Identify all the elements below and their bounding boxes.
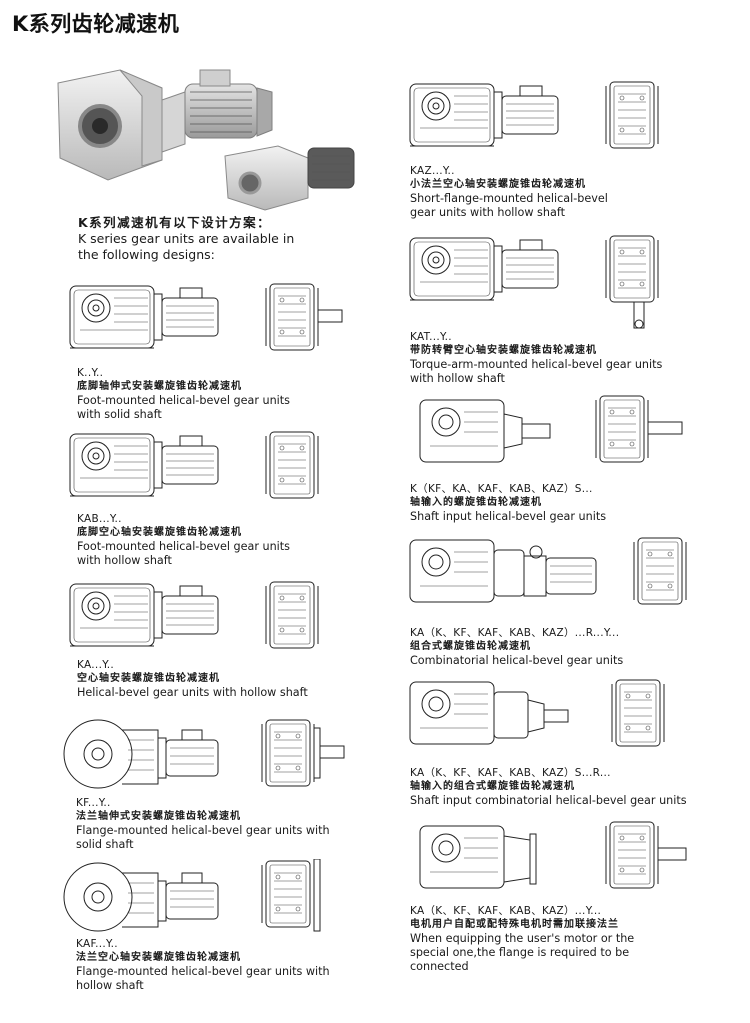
side-view-drawing — [69, 433, 219, 497]
front-view-drawing — [611, 679, 665, 747]
description-cn: 底脚轴伸式安装螺旋锥齿轮减速机 — [77, 381, 242, 392]
description-en-line1: Helical-bevel gear units with hollow sha… — [77, 686, 308, 699]
description-en-line1: Combinatorial helical-bevel gear units — [410, 654, 624, 667]
front-view-drawing — [633, 537, 687, 605]
front-view-drawing — [265, 431, 319, 499]
side-view-drawing — [63, 862, 219, 932]
description-cn: 空心轴安装螺旋锥齿轮减速机 — [77, 673, 220, 684]
design-entry-ka-flange: KA（K、KF、KAF、KAB、KAZ）...Y... 电机用户自配或配特殊电机… — [404, 818, 744, 988]
description-en-line2: solid shaft — [76, 838, 134, 851]
description-en-line1: Torque-arm-mounted helical-bevel gear un… — [410, 358, 663, 371]
front-view-drawing — [265, 283, 343, 351]
side-view-drawing — [409, 237, 559, 301]
design-entry-kaf-y: KAF...Y.. 法兰空心轴安装螺旋锥齿轮减速机 Flange-mounted… — [60, 855, 364, 1005]
model-code: KA（K、KF、KAF、KAB、KAZ）S...R... — [410, 767, 611, 779]
design-entry-kab-y: KAB...Y.. 底脚空心轴安装螺旋锥齿轮减速机 Foot-mounted h… — [64, 428, 364, 578]
intro-en-line1: K series gear units are available in — [78, 231, 295, 246]
page-title: K系列齿轮减速机 — [12, 12, 180, 36]
model-code: KAB...Y.. — [77, 513, 122, 525]
model-code: KA（K、KF、KAF、KAB、KAZ）...Y... — [410, 905, 602, 917]
description-en-line1: Flange-mounted helical-bevel gear units … — [76, 965, 330, 978]
description-en-line2: with solid shaft — [77, 408, 162, 421]
model-code: KAZ...Y.. — [410, 165, 455, 177]
description-cn: 组合式螺旋锥齿轮减速机 — [410, 641, 531, 652]
side-view-drawing — [69, 285, 219, 349]
description-cn: 带防转臂空心轴安装螺旋锥齿轮减速机 — [410, 345, 597, 356]
design-entry-ka-y: KA...Y.. 空心轴安装螺旋锥齿轮减速机 Helical-bevel gea… — [64, 574, 364, 709]
description-en-line1: Shaft input combinatorial helical-bevel … — [410, 794, 687, 807]
design-entry-ka-s-r: KA（K、KF、KAF、KAB、KAZ）S...R... 轴输入的组合式螺旋锥齿… — [404, 676, 744, 816]
front-view-drawing — [261, 719, 345, 787]
model-code: KF...Y.. — [76, 797, 111, 809]
model-code: KAT...Y.. — [410, 331, 452, 343]
design-entry-kat-y: KAT...Y.. 带防转臂空心轴安装螺旋锥齿轮减速机 Torque-arm-m… — [404, 232, 744, 392]
design-entry-kaz-y: KAZ...Y.. 小法兰空心轴安装螺旋锥齿轮减速机 Short-flange-… — [404, 78, 744, 228]
front-view-drawing — [261, 859, 321, 932]
front-view-drawing — [605, 81, 659, 149]
model-code: K（KF、KA、KAF、KAB、KAZ）S... — [410, 483, 593, 495]
design-entry-kf-y: KF...Y.. 法兰轴伸式安装螺旋锥齿轮减速机 Flange-mounted … — [60, 712, 364, 857]
front-view-drawing — [595, 395, 683, 463]
description-en-line1: Foot-mounted helical-bevel gear units — [77, 540, 290, 553]
side-view-drawing — [419, 825, 537, 889]
side-view-drawing — [63, 719, 219, 789]
description-cn: 电机用户自配或配特殊电机时需加联接法兰 — [410, 919, 619, 930]
design-entry-k-y: K..Y.. 底脚轴伸式安装螺旋锥齿轮减速机 Foot-mounted heli… — [64, 280, 364, 430]
front-view-drawing — [605, 235, 659, 329]
design-entry-ka-r-y: KA（K、KF、KAF、KAB、KAZ）...R...Y... 组合式螺旋锥齿轮… — [404, 534, 744, 674]
description-cn: 轴输入的组合式螺旋锥齿轮减速机 — [410, 781, 575, 792]
description-cn: 底脚空心轴安装螺旋锥齿轮减速机 — [77, 527, 242, 538]
front-view-drawing — [265, 581, 319, 649]
side-view-drawing — [69, 583, 219, 647]
description-en-line2: gear units with hollow shaft — [410, 206, 565, 219]
description-en-line3: connected — [410, 960, 469, 973]
description-cn: 法兰空心轴安装螺旋锥齿轮减速机 — [76, 952, 241, 963]
side-view-drawing — [419, 399, 551, 463]
description-en-line1: When equipping the user's motor or the — [410, 932, 635, 945]
product-photo — [57, 69, 355, 211]
description-cn: 轴输入的螺旋锥齿轮减速机 — [410, 497, 542, 508]
description-en-line2: with hollow shaft — [410, 372, 505, 385]
side-view-drawing — [409, 83, 559, 147]
model-code: K..Y.. — [77, 367, 104, 379]
description-en-line2: with hollow shaft — [77, 554, 172, 567]
front-view-drawing — [605, 821, 687, 889]
description-cn: 法兰轴伸式安装螺旋锥齿轮减速机 — [76, 811, 241, 822]
model-code: KA...Y.. — [77, 659, 115, 671]
description-en-line1: Foot-mounted helical-bevel gear units — [77, 394, 290, 407]
description-cn: 小法兰空心轴安装螺旋锥齿轮减速机 — [410, 179, 586, 190]
description-en-line1: Shaft input helical-bevel gear units — [410, 510, 607, 523]
intro-en-line2: the following designs: — [78, 247, 215, 262]
description-en-line1: Flange-mounted helical-bevel gear units … — [76, 824, 330, 837]
side-view-drawing — [409, 681, 569, 745]
design-entry-k-s: K（KF、KA、KAF、KAB、KAZ）S... 轴输入的螺旋锥齿轮减速机 Sh… — [404, 392, 744, 532]
intro-text: K系列减速机有以下设计方案： K series gear units are a… — [78, 215, 368, 263]
model-code: KA（K、KF、KAF、KAB、KAZ）...R...Y... — [410, 627, 620, 639]
side-view-drawing — [409, 539, 597, 603]
description-en-line2: hollow shaft — [76, 979, 144, 992]
intro-cn: K系列减速机有以下设计方案： — [78, 215, 272, 230]
description-en-line1: Short-flange-mounted helical-bevel — [410, 192, 608, 205]
description-en-line2: special one,the flange is required to be — [410, 946, 630, 959]
model-code: KAF...Y.. — [76, 938, 118, 950]
